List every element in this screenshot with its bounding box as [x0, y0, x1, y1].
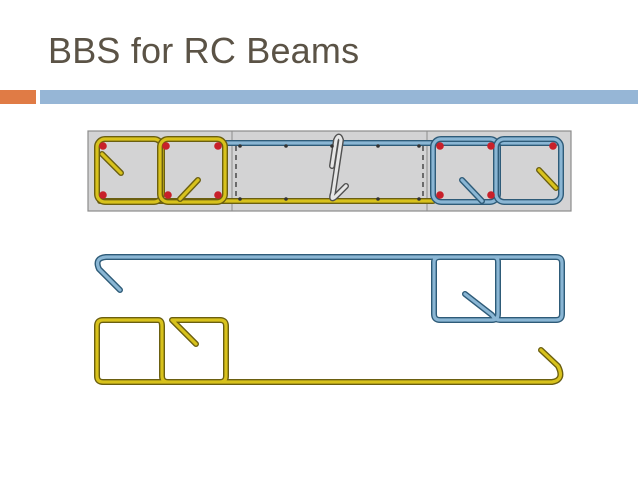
- beam-cross-section-icon: [87, 130, 572, 212]
- blue-stirrup-in-section: [430, 136, 564, 205]
- blue-open-stirrup-icon: [94, 254, 565, 323]
- grey-tie-bar: [329, 133, 349, 202]
- yellow-stirrup-in-section: [94, 136, 228, 205]
- slide-title: BBS for RC Beams: [48, 30, 360, 71]
- title-accent-bar-orange: [0, 90, 36, 104]
- yellow-open-stirrup-icon: [94, 317, 564, 385]
- title-accent-bar-blue: [40, 90, 638, 104]
- longitudinal-bars: [99, 142, 557, 201]
